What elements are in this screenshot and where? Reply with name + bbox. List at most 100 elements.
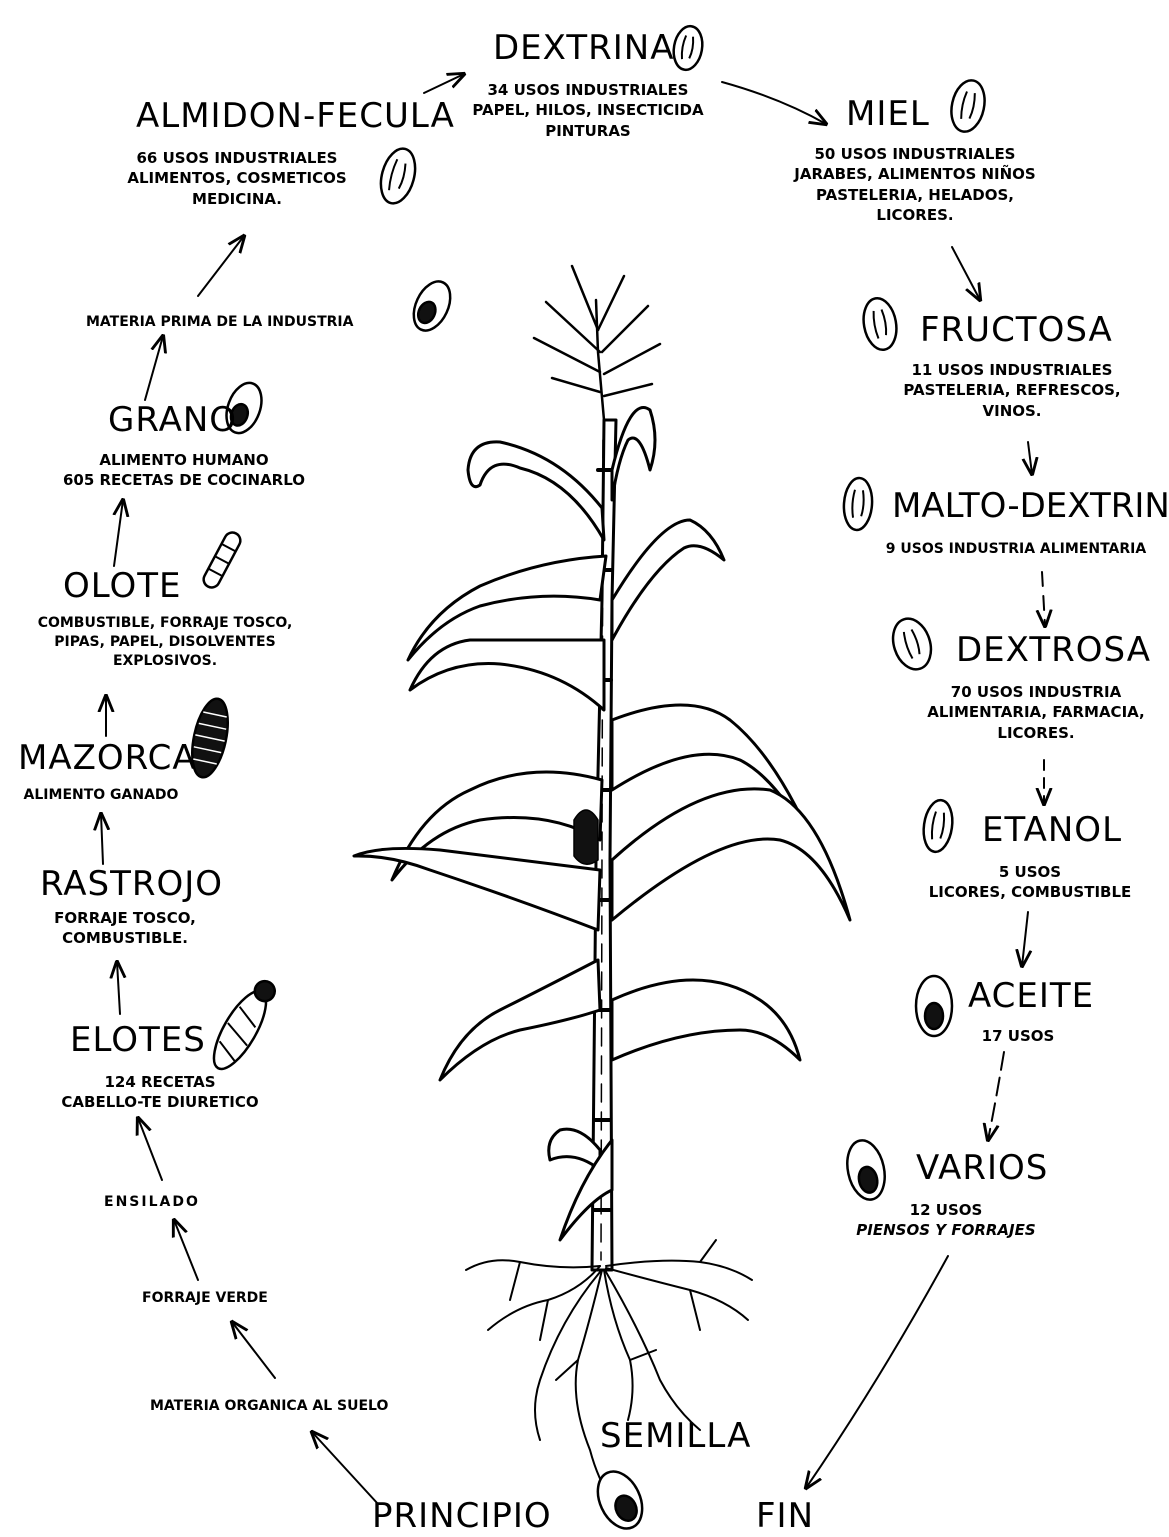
node-malto-dextrina-title: MALTO-DEXTRINA xyxy=(892,486,1169,527)
node-rastrojo-details: FORRAJE TOSCO, COMBUSTIBLE. xyxy=(40,908,210,949)
arrow-materia-to-almidon xyxy=(198,236,244,296)
arrow-aceite-to-varios xyxy=(988,1052,1004,1140)
node-miel-line: PASTELERIA, HELADOS, xyxy=(780,185,1050,205)
ear-icon-elotes xyxy=(204,974,282,1077)
kernel-icon-malto-dextrina xyxy=(842,477,874,531)
kernel-icon-materia-prima xyxy=(407,276,458,337)
arrow-dextrina-to-miel xyxy=(722,82,826,124)
node-elotes-line: 124 RECETAS xyxy=(40,1072,280,1092)
arrow-varios-to-fin xyxy=(806,1256,948,1488)
arrow-organica-to-forraje xyxy=(232,1322,275,1378)
tassel xyxy=(534,266,660,420)
node-dextrina-details: 34 USOS INDUSTRIALES PAPEL, HILOS, INSEC… xyxy=(468,80,708,141)
node-rastrojo-title: RASTROJO xyxy=(40,864,223,905)
kernel-icon-varios xyxy=(842,1137,890,1203)
node-forraje-verde-title: FORRAJE VERDE xyxy=(142,1290,268,1307)
node-almidon-line: 66 USOS INDUSTRIALES xyxy=(112,148,362,168)
node-dextrosa-details: 70 USOS INDUSTRIA ALIMENTARIA, FARMACIA,… xyxy=(906,682,1166,743)
node-olote-line: EXPLOSIVOS. xyxy=(20,652,310,671)
node-etanol-line: 5 USOS xyxy=(920,862,1140,882)
arrow-ensilado-to-elotes xyxy=(138,1118,162,1180)
node-semilla-title: SEMILLA xyxy=(600,1416,751,1457)
node-fructosa-line: 11 USOS INDUSTRIALES xyxy=(892,360,1132,380)
ear-on-stalk xyxy=(574,810,598,864)
node-dextrosa-line: 70 USOS INDUSTRIA xyxy=(906,682,1166,702)
node-varios-details: 12 USOS PIENSOS Y FORRAJES xyxy=(826,1200,1066,1241)
node-olote-details: COMBUSTIBLE, FORRAJE TOSCO, PIPAS, PAPEL… xyxy=(20,614,310,671)
node-etanol-line: LICORES, COMBUSTIBLE xyxy=(920,882,1140,902)
arrow-forraje-to-ensilado xyxy=(174,1220,198,1280)
node-malto-dextrina-line: 9 USOS INDUSTRIA ALIMENTARIA xyxy=(866,540,1166,559)
node-grano-line: ALIMENTO HUMANO xyxy=(54,450,314,470)
node-miel-title: MIEL xyxy=(846,94,930,135)
node-elotes-details: 124 RECETAS CABELLO-TE DIURETICO xyxy=(40,1072,280,1113)
arrow-grano-to-materia xyxy=(145,336,163,400)
node-mazorca-title: MAZORCA xyxy=(18,738,197,779)
kernel-icon-dextrosa xyxy=(887,614,937,675)
kernel-icon-fructosa xyxy=(860,296,901,353)
node-elotes-line: CABELLO-TE DIURETICO xyxy=(40,1092,280,1112)
arrow-fructosa-to-malto xyxy=(1028,442,1032,474)
node-elotes-title: ELOTES xyxy=(70,1020,206,1061)
node-aceite-title: ACEITE xyxy=(968,976,1094,1017)
node-varios-line: 12 USOS xyxy=(826,1200,1066,1220)
node-ensilado-title: ENSILADO xyxy=(104,1194,200,1211)
arrow-miel-to-fructosa xyxy=(952,247,980,300)
node-mazorca-details: ALIMENTO GANADO xyxy=(6,786,196,805)
node-grano-line: 605 RECETAS DE COCINARLO xyxy=(54,470,314,490)
node-etanol-title: ETANOL xyxy=(982,810,1122,851)
node-dextrina-title: DEXTRINA xyxy=(493,28,674,69)
arrow-elotes-to-rastrojo xyxy=(117,962,120,1014)
arrow-principio-to-organica xyxy=(312,1432,378,1504)
node-fructosa-title: FRUCTOSA xyxy=(920,310,1113,351)
arrow-almidon-to-dextrina xyxy=(424,74,464,93)
node-miel-line: JARABES, ALIMENTOS NIÑOS xyxy=(780,164,1050,184)
node-olote-title: OLOTE xyxy=(63,566,182,607)
node-aceite-details: 17 USOS xyxy=(968,1026,1068,1046)
node-grano-title: GRANO xyxy=(108,400,237,441)
node-materia-organica-title: MATERIA ORGANICA AL SUELO xyxy=(150,1398,388,1415)
arrow-olote-to-grano xyxy=(114,500,123,566)
cob-icon-olote xyxy=(201,530,243,590)
node-fin-title: FIN xyxy=(756,1496,814,1537)
node-dextrosa-line: LICORES. xyxy=(906,723,1166,743)
kernel-icon-miel xyxy=(947,77,989,135)
node-dextrosa-line: ALIMENTARIA, FARMACIA, xyxy=(906,702,1166,722)
node-materia-prima-title: MATERIA PRIMA DE LA INDUSTRIA xyxy=(86,314,353,331)
node-almidon-details: 66 USOS INDUSTRIALES ALIMENTOS, COSMETIC… xyxy=(112,148,362,209)
node-mazorca-line: ALIMENTO GANADO xyxy=(6,786,196,805)
kernel-icon-almidon xyxy=(375,145,420,207)
node-miel-line: 50 USOS INDUSTRIALES xyxy=(780,144,1050,164)
node-fructosa-line: VINOS. xyxy=(892,401,1132,421)
arrow-etanol-to-aceite xyxy=(1022,912,1028,966)
arrow-rastrojo-to-mazorca xyxy=(101,814,103,864)
node-dextrina-line: 34 USOS INDUSTRIALES xyxy=(468,80,708,100)
node-dextrosa-title: DEXTROSA xyxy=(956,630,1151,671)
kernel-icon-etanol xyxy=(921,798,956,853)
node-etanol-details: 5 USOS LICORES, COMBUSTIBLE xyxy=(920,862,1140,903)
node-miel-details: 50 USOS INDUSTRIALES JARABES, ALIMENTOS … xyxy=(780,144,1050,225)
node-varios-line: PIENSOS Y FORRAJES xyxy=(826,1220,1066,1240)
node-olote-line: COMBUSTIBLE, FORRAJE TOSCO, xyxy=(20,614,310,633)
node-almidon-line: ALIMENTOS, COSMETICOS xyxy=(112,168,362,188)
roots xyxy=(466,1240,752,1500)
node-fructosa-line: PASTELERIA, REFRESCOS, xyxy=(892,380,1132,400)
node-rastrojo-line: FORRAJE TOSCO, xyxy=(40,908,210,928)
node-varios-title: VARIOS xyxy=(916,1148,1048,1189)
node-miel-line: LICORES. xyxy=(780,205,1050,225)
node-dextrina-line: PINTURAS xyxy=(468,121,708,141)
node-rastrojo-line: COMBUSTIBLE. xyxy=(40,928,210,948)
maize-plant-illustration xyxy=(354,266,850,1500)
node-olote-line: PIPAS, PAPEL, DISOLVENTES xyxy=(20,633,310,652)
node-fructosa-details: 11 USOS INDUSTRIALES PASTELERIA, REFRESC… xyxy=(892,360,1132,421)
node-aceite-line: 17 USOS xyxy=(968,1026,1068,1046)
arrow-malto-to-dextrosa xyxy=(1042,572,1045,626)
node-almidon-line: MEDICINA. xyxy=(112,189,362,209)
kernel-icon-dextrina xyxy=(670,24,705,72)
node-grano-details: ALIMENTO HUMANO 605 RECETAS DE COCINARLO xyxy=(54,450,314,491)
node-principio-title: PRINCIPIO xyxy=(372,1496,552,1537)
node-almidon-title: ALMIDON-FECULA xyxy=(136,96,455,137)
kernel-icon-aceite xyxy=(916,976,952,1036)
node-dextrina-line: PAPEL, HILOS, INSECTICIDA xyxy=(468,100,708,120)
node-malto-dextrina-details: 9 USOS INDUSTRIA ALIMENTARIA xyxy=(866,540,1166,559)
